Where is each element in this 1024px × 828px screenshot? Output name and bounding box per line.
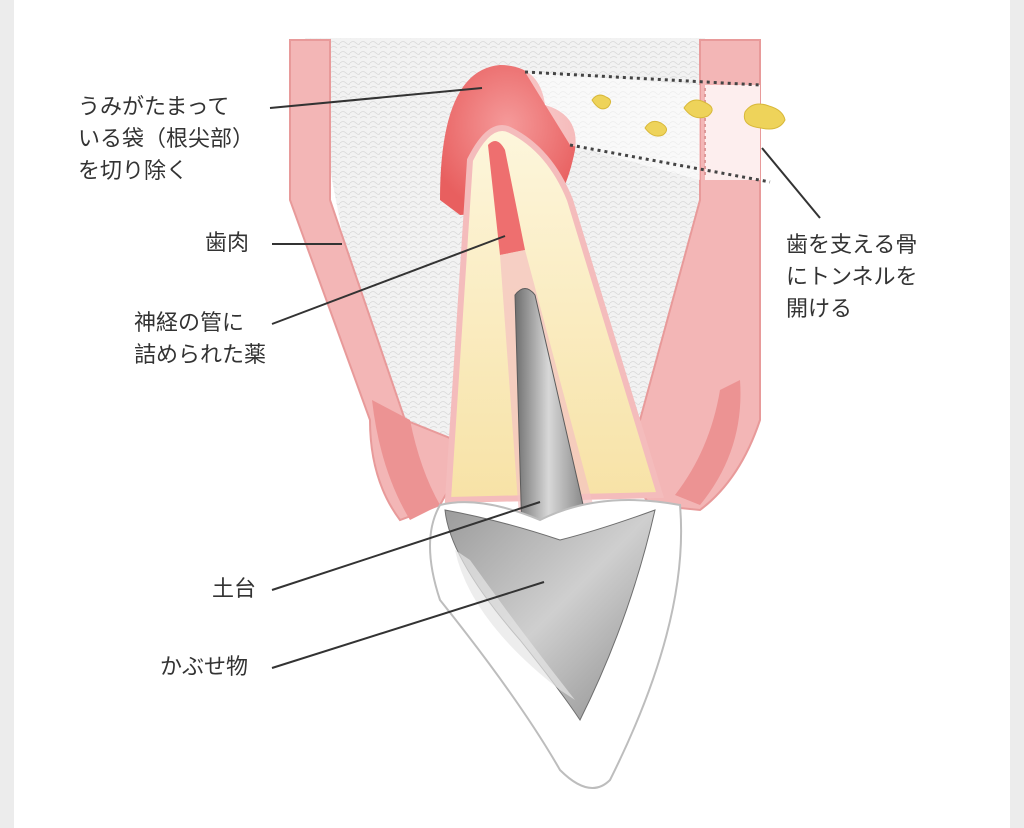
- bone-debris: [591, 94, 786, 137]
- bone-tunnel-window: [525, 72, 700, 180]
- leader-post: [271, 501, 541, 591]
- bone-tunnel-gum-window: [705, 85, 760, 180]
- label-bone-tunnel: 歯を支える骨 にトンネルを 開ける: [786, 233, 918, 322]
- leader-crown: [271, 581, 545, 669]
- gum-edge-left: [372, 400, 440, 520]
- leader-root-canal-medicine: [271, 235, 506, 325]
- leader-bone-tunnel: [761, 147, 821, 219]
- crown-shading: [455, 550, 575, 700]
- metal-post: [514, 288, 591, 536]
- label-abscess-sac: うみがたまって いる袋（根尖部） を切り除く: [78, 95, 255, 184]
- label-post-core: 土台: [212, 577, 257, 602]
- tunnel-outline-top: [524, 70, 761, 87]
- label-gum: 歯肉: [205, 231, 250, 256]
- label-crown: かぶせ物: [160, 655, 249, 680]
- gum-edge-right: [675, 380, 741, 505]
- label-root-canal-medicine: 神経の管に 詰められた薬: [134, 311, 267, 368]
- tunnel-outline-bottom: [569, 143, 771, 184]
- root-canal-medicine: [488, 141, 525, 255]
- leader-abscess-sac: [269, 87, 483, 109]
- leader-lines: [269, 87, 821, 669]
